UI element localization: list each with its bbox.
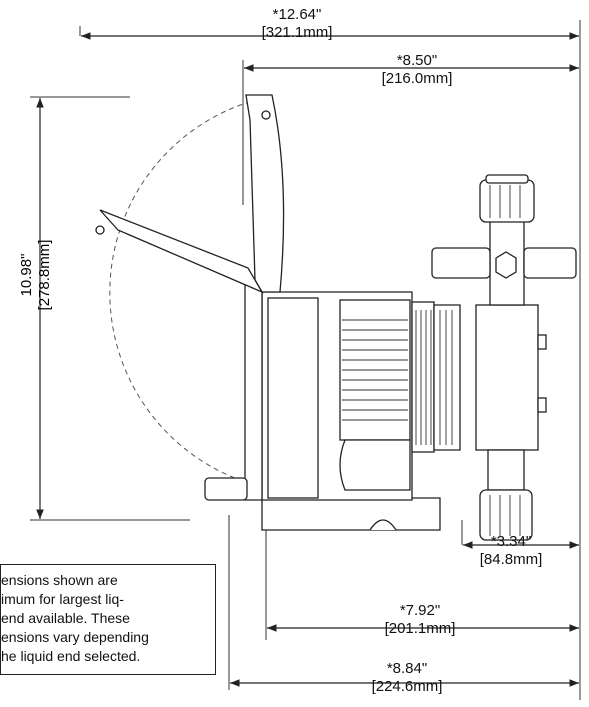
pump-body (261, 174, 577, 541)
dim-label-height: 10.98" [278.8mm] (6, 232, 66, 342)
dim-base-width-in: *7.92" (399, 602, 441, 619)
note-line: imum for largest liq- (1, 591, 124, 607)
note-line: he liquid end selected. (1, 648, 141, 664)
dim-height-in: 10.98" (18, 253, 35, 297)
dim-label-head-depth: *3.34" [84.8mm] (458, 533, 564, 569)
dim-head-depth-mm: [84.8mm] (479, 551, 543, 568)
extension-lines (30, 20, 581, 700)
dim-pump-width-in: *8.50" (396, 52, 438, 69)
dim-overall-width-mm: [321.1mm] (261, 24, 333, 41)
dim-total-depth-in: *8.84" (386, 660, 428, 677)
lid-swing-arc (109, 96, 269, 481)
pump-lid (95, 94, 285, 501)
note-line: ensions shown are (1, 572, 118, 588)
dim-label-overall-width: *12.64" [321.1mm] (232, 6, 362, 42)
dimension-note-box: ensions shown are imum for largest liq- … (0, 564, 216, 675)
dim-total-depth-mm: [224.6mm] (371, 678, 443, 695)
dim-base-width-mm: [201.1mm] (384, 620, 456, 637)
dim-label-base-width: *7.92" [201.1mm] (360, 602, 480, 638)
note-line: end available. These (1, 610, 130, 626)
dim-head-depth-in: *3.34" (490, 533, 532, 550)
dim-label-total-depth: *8.84" [224.6mm] (342, 660, 472, 696)
note-line: ensions vary depending (1, 629, 149, 645)
dim-label-pump-width: *8.50" [216.0mm] (362, 52, 472, 88)
dim-height-mm: [278.8mm] (36, 239, 53, 311)
dim-pump-width-mm: [216.0mm] (381, 70, 453, 87)
dim-overall-width-in: *12.64" (272, 6, 322, 23)
dimension-lines (36, 32, 579, 687)
